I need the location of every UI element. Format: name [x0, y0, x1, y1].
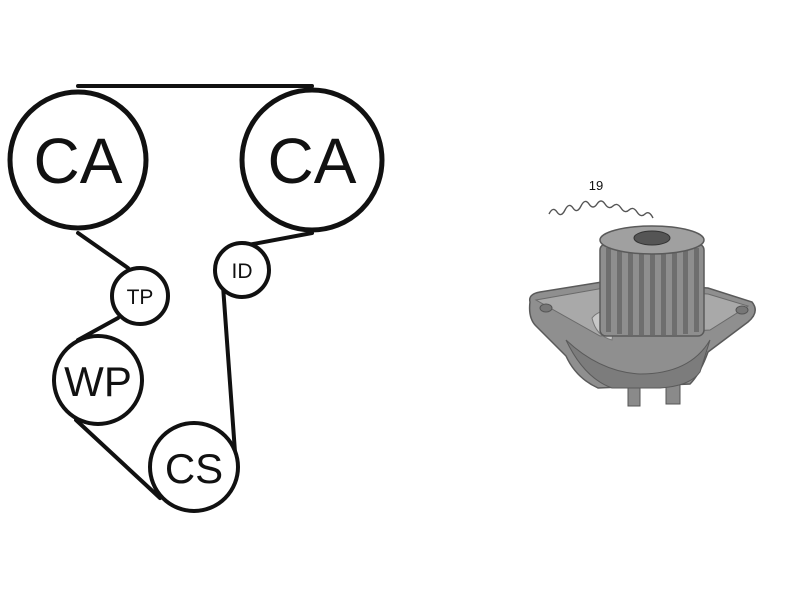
pulley-tensioner-circle — [110, 266, 170, 326]
pump-housing-body — [565, 339, 711, 389]
pulley-idler-label: ID — [232, 260, 253, 283]
mount-hole-left — [539, 303, 553, 313]
pulley-crankshaft-circle — [148, 421, 240, 513]
pulley-cam-left-circle — [7, 89, 149, 231]
belt-routing-diagram — [74, 84, 314, 500]
pulley-cam-right-circle — [239, 87, 385, 233]
pulley-cam-left: CA — [7, 89, 149, 231]
water-pump-illustration: 19 — [528, 178, 756, 407]
pulley-cam-left-label: CA — [34, 125, 123, 197]
teeth-wave-marker — [548, 200, 654, 219]
pulley-water-pump-label: WP — [64, 358, 132, 405]
pulley-water-pump-circle — [52, 334, 144, 426]
pulley-cam-right-label: CA — [268, 125, 357, 197]
pulley-water-pump: WP — [52, 334, 144, 426]
pulley-crankshaft-label: CS — [165, 445, 223, 492]
belt-left-lower-span — [74, 418, 162, 500]
pulley-idler-circle — [213, 241, 271, 299]
pump-sprocket-teeth — [606, 245, 699, 335]
pulley-tensioner-label: TP — [127, 286, 154, 309]
pulley-tensioner: TP — [110, 266, 170, 326]
pulley-idler: ID — [213, 241, 271, 299]
belt-right-lower-span — [220, 270, 238, 468]
pump-shaft-bore — [633, 230, 671, 246]
teeth-count-label: 19 — [589, 178, 603, 193]
belt-left-upper-span — [76, 231, 130, 270]
pulley-crankshaft: CS — [148, 421, 240, 513]
pulley-cam-right: CA — [239, 87, 385, 233]
mount-hole-right — [735, 305, 749, 315]
